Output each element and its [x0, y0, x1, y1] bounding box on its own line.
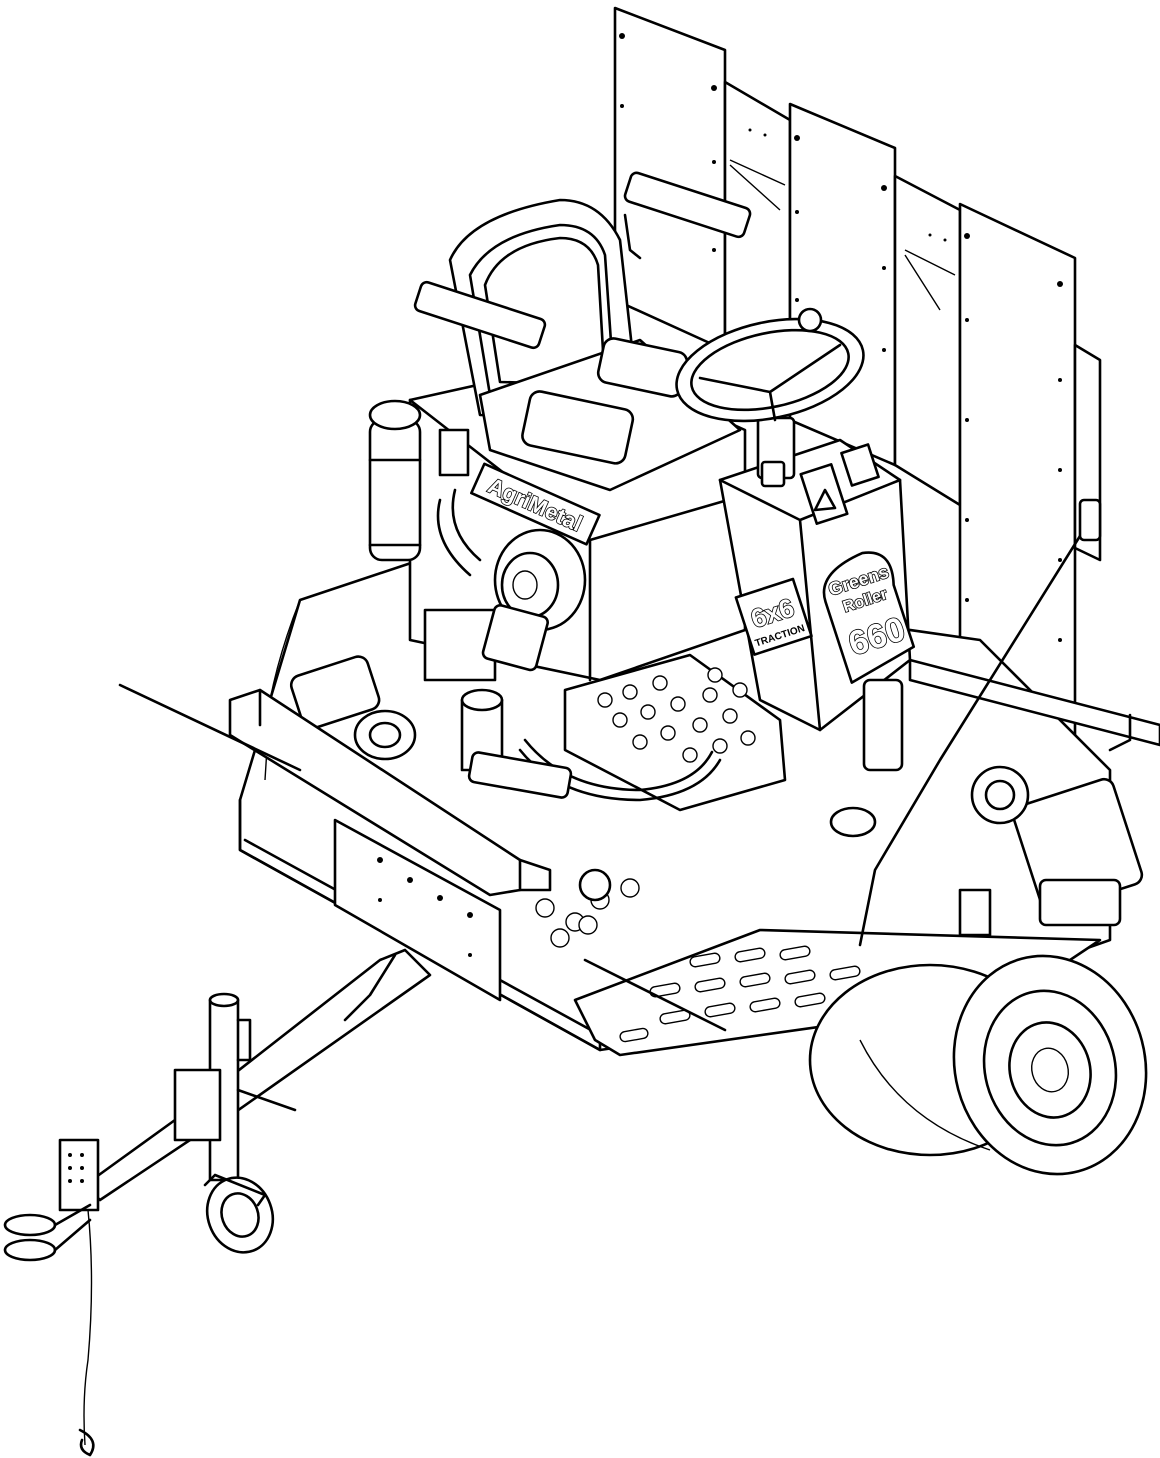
- support-rods: [118, 498, 1102, 1032]
- ignition: [760, 460, 786, 488]
- wheel-hub: [1008, 1021, 1092, 1119]
- operator-seat: [413, 171, 752, 492]
- speed-decal: [840, 443, 880, 487]
- steering-wheel: [675, 317, 865, 423]
- jack-bracket: [173, 1068, 222, 1142]
- jack-stand: [173, 992, 297, 1254]
- left-armrest: [413, 280, 547, 350]
- front-crossbar: [228, 688, 640, 1002]
- right-armrest: [623, 171, 752, 239]
- hydraulic-motor: [481, 603, 549, 672]
- right-bracket: [1038, 878, 1122, 927]
- steering-knob: [797, 307, 823, 333]
- engine-block: [423, 608, 497, 682]
- jack-wheel: [205, 1176, 275, 1254]
- fill-cap: [578, 868, 612, 902]
- front-cover-plate: [333, 818, 502, 1002]
- filter-canister: [368, 399, 422, 562]
- coupling: [353, 709, 417, 761]
- hitch-eye-top: [3, 1213, 57, 1237]
- side-panel-4: [893, 174, 962, 507]
- rear-rail: [908, 658, 1160, 747]
- left-drive-housing: [289, 655, 381, 730]
- column-base: [862, 678, 904, 772]
- canister-body: [368, 418, 422, 562]
- traction-decal: [734, 577, 813, 656]
- right-clamp: [958, 888, 992, 937]
- brand-plate: [470, 462, 601, 546]
- steering-column: 6x6 TRACTION Greens Roller 660: [675, 307, 916, 838]
- centre-hydraulics: [289, 653, 787, 812]
- right-frame-rail: [908, 658, 1160, 937]
- hitch-eye-bottom: [3, 1238, 57, 1262]
- model-decal: [822, 551, 916, 684]
- hitch-plate: [58, 1138, 100, 1212]
- rear-wheel: [808, 954, 1148, 1176]
- safety-chain: [83, 1209, 93, 1446]
- rear-side-panels: [613, 6, 1102, 762]
- canister-cap: [368, 399, 422, 431]
- warning-decal-engine: [438, 428, 470, 477]
